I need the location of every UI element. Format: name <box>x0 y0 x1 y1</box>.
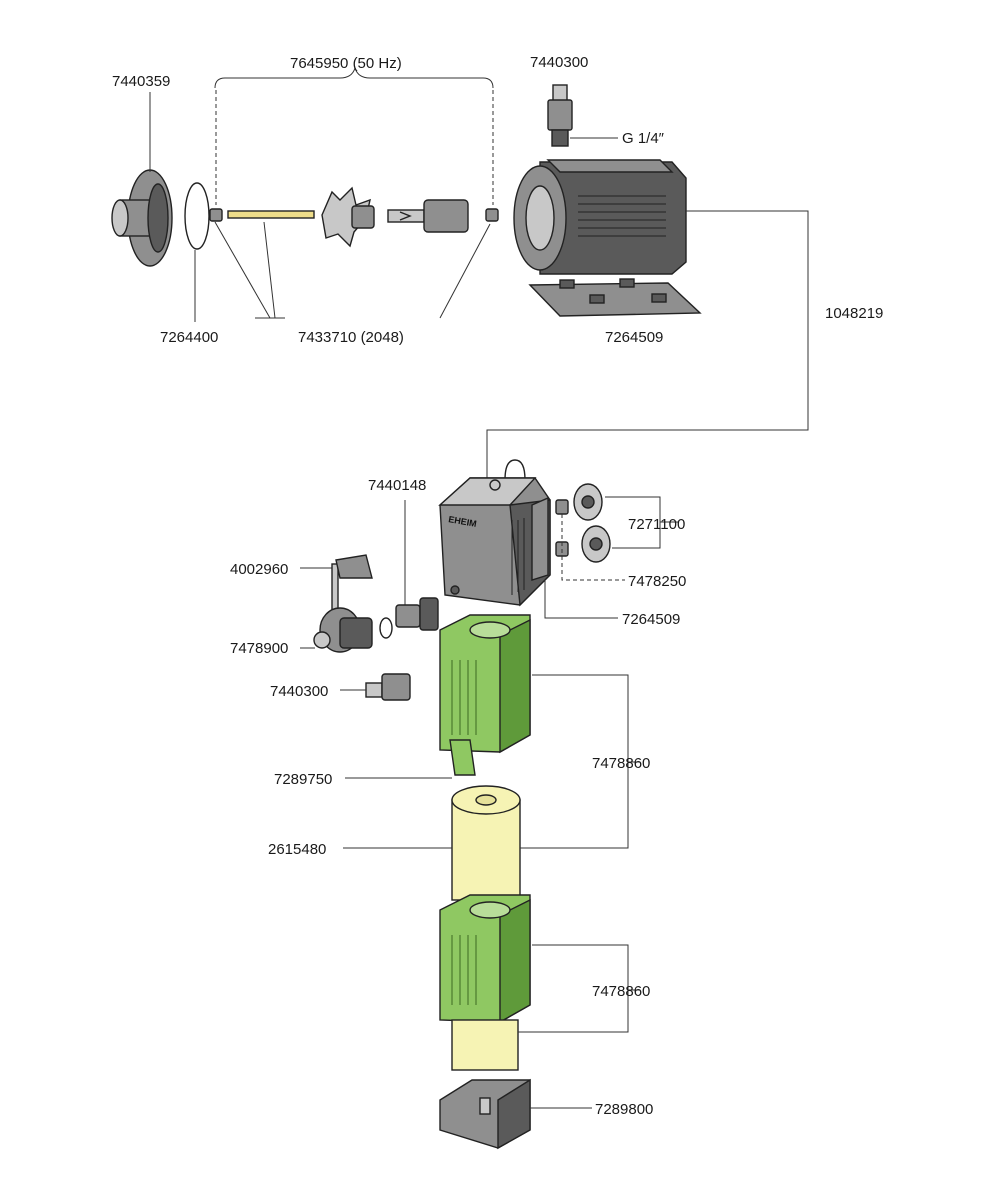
filter-sponge <box>451 785 521 901</box>
label-7440359: 7440359 <box>112 73 170 90</box>
label-7264400: 7264400 <box>160 329 218 346</box>
label-7289750: 7289750 <box>274 771 332 788</box>
label-2615480: 2615480 <box>268 841 326 858</box>
label-4002960: 4002960 <box>230 561 288 578</box>
leader-1048219 <box>486 210 809 480</box>
label-7433710: 7433710 (2048) <box>298 329 404 346</box>
hose-nozzle-top <box>547 84 573 147</box>
filter-cartridge-upper <box>439 614 531 754</box>
label-7264509-mid: 7264509 <box>622 611 680 628</box>
leader-7433710-a <box>214 221 271 319</box>
magnet-rotor <box>387 199 469 233</box>
filter-cartridge-lower <box>439 894 531 1024</box>
filter-base <box>439 1078 531 1150</box>
air-valve <box>313 554 373 653</box>
leader-7264509-mid <box>544 580 618 619</box>
motor-housing <box>513 159 687 275</box>
bearing-left <box>209 208 223 222</box>
label-7440300-top: 7440300 <box>530 54 588 71</box>
shaft <box>227 210 315 219</box>
bearing-right <box>485 208 499 222</box>
label-7289800: 7289800 <box>595 1101 653 1118</box>
o-ring <box>184 182 210 250</box>
label-7478860-a: 7478860 <box>592 755 650 772</box>
kit-bracket <box>214 66 494 89</box>
label-1048219: 1048219 <box>825 305 883 322</box>
leader-7478250 <box>561 514 625 581</box>
connector <box>395 597 439 631</box>
leader-7271100 <box>605 496 678 549</box>
leader-7478860-a <box>520 674 640 849</box>
label-7264509-top: 7264509 <box>605 329 663 346</box>
leader-7478860-b <box>518 944 640 1033</box>
label-7271100: 7271100 <box>628 516 685 533</box>
label-7645950: 7645950 (50 Hz) <box>290 55 402 72</box>
impeller <box>321 186 375 248</box>
impeller-cover <box>111 169 173 267</box>
prefilter-sleeve <box>449 739 476 776</box>
label-7478250: 7478250 <box>628 573 686 590</box>
label-7440300-mid: 7440300 <box>270 683 328 700</box>
side-clip <box>531 496 549 581</box>
hose-nozzle-mid <box>365 673 411 701</box>
leader-7433710-b <box>263 221 276 319</box>
label-g14: G 1/4″ <box>622 130 665 147</box>
brand-logo: EHEIM <box>448 514 478 529</box>
suction-cups <box>555 483 611 563</box>
connector-ring <box>379 617 393 639</box>
label-7478860-b: 7478860 <box>592 983 650 1000</box>
label-7440148: 7440148 <box>368 477 426 494</box>
label-7478900: 7478900 <box>230 640 288 657</box>
filter-sponge-lower <box>451 1019 519 1071</box>
mounting-plate-top <box>528 278 702 317</box>
leader-7433710-c <box>439 223 491 319</box>
